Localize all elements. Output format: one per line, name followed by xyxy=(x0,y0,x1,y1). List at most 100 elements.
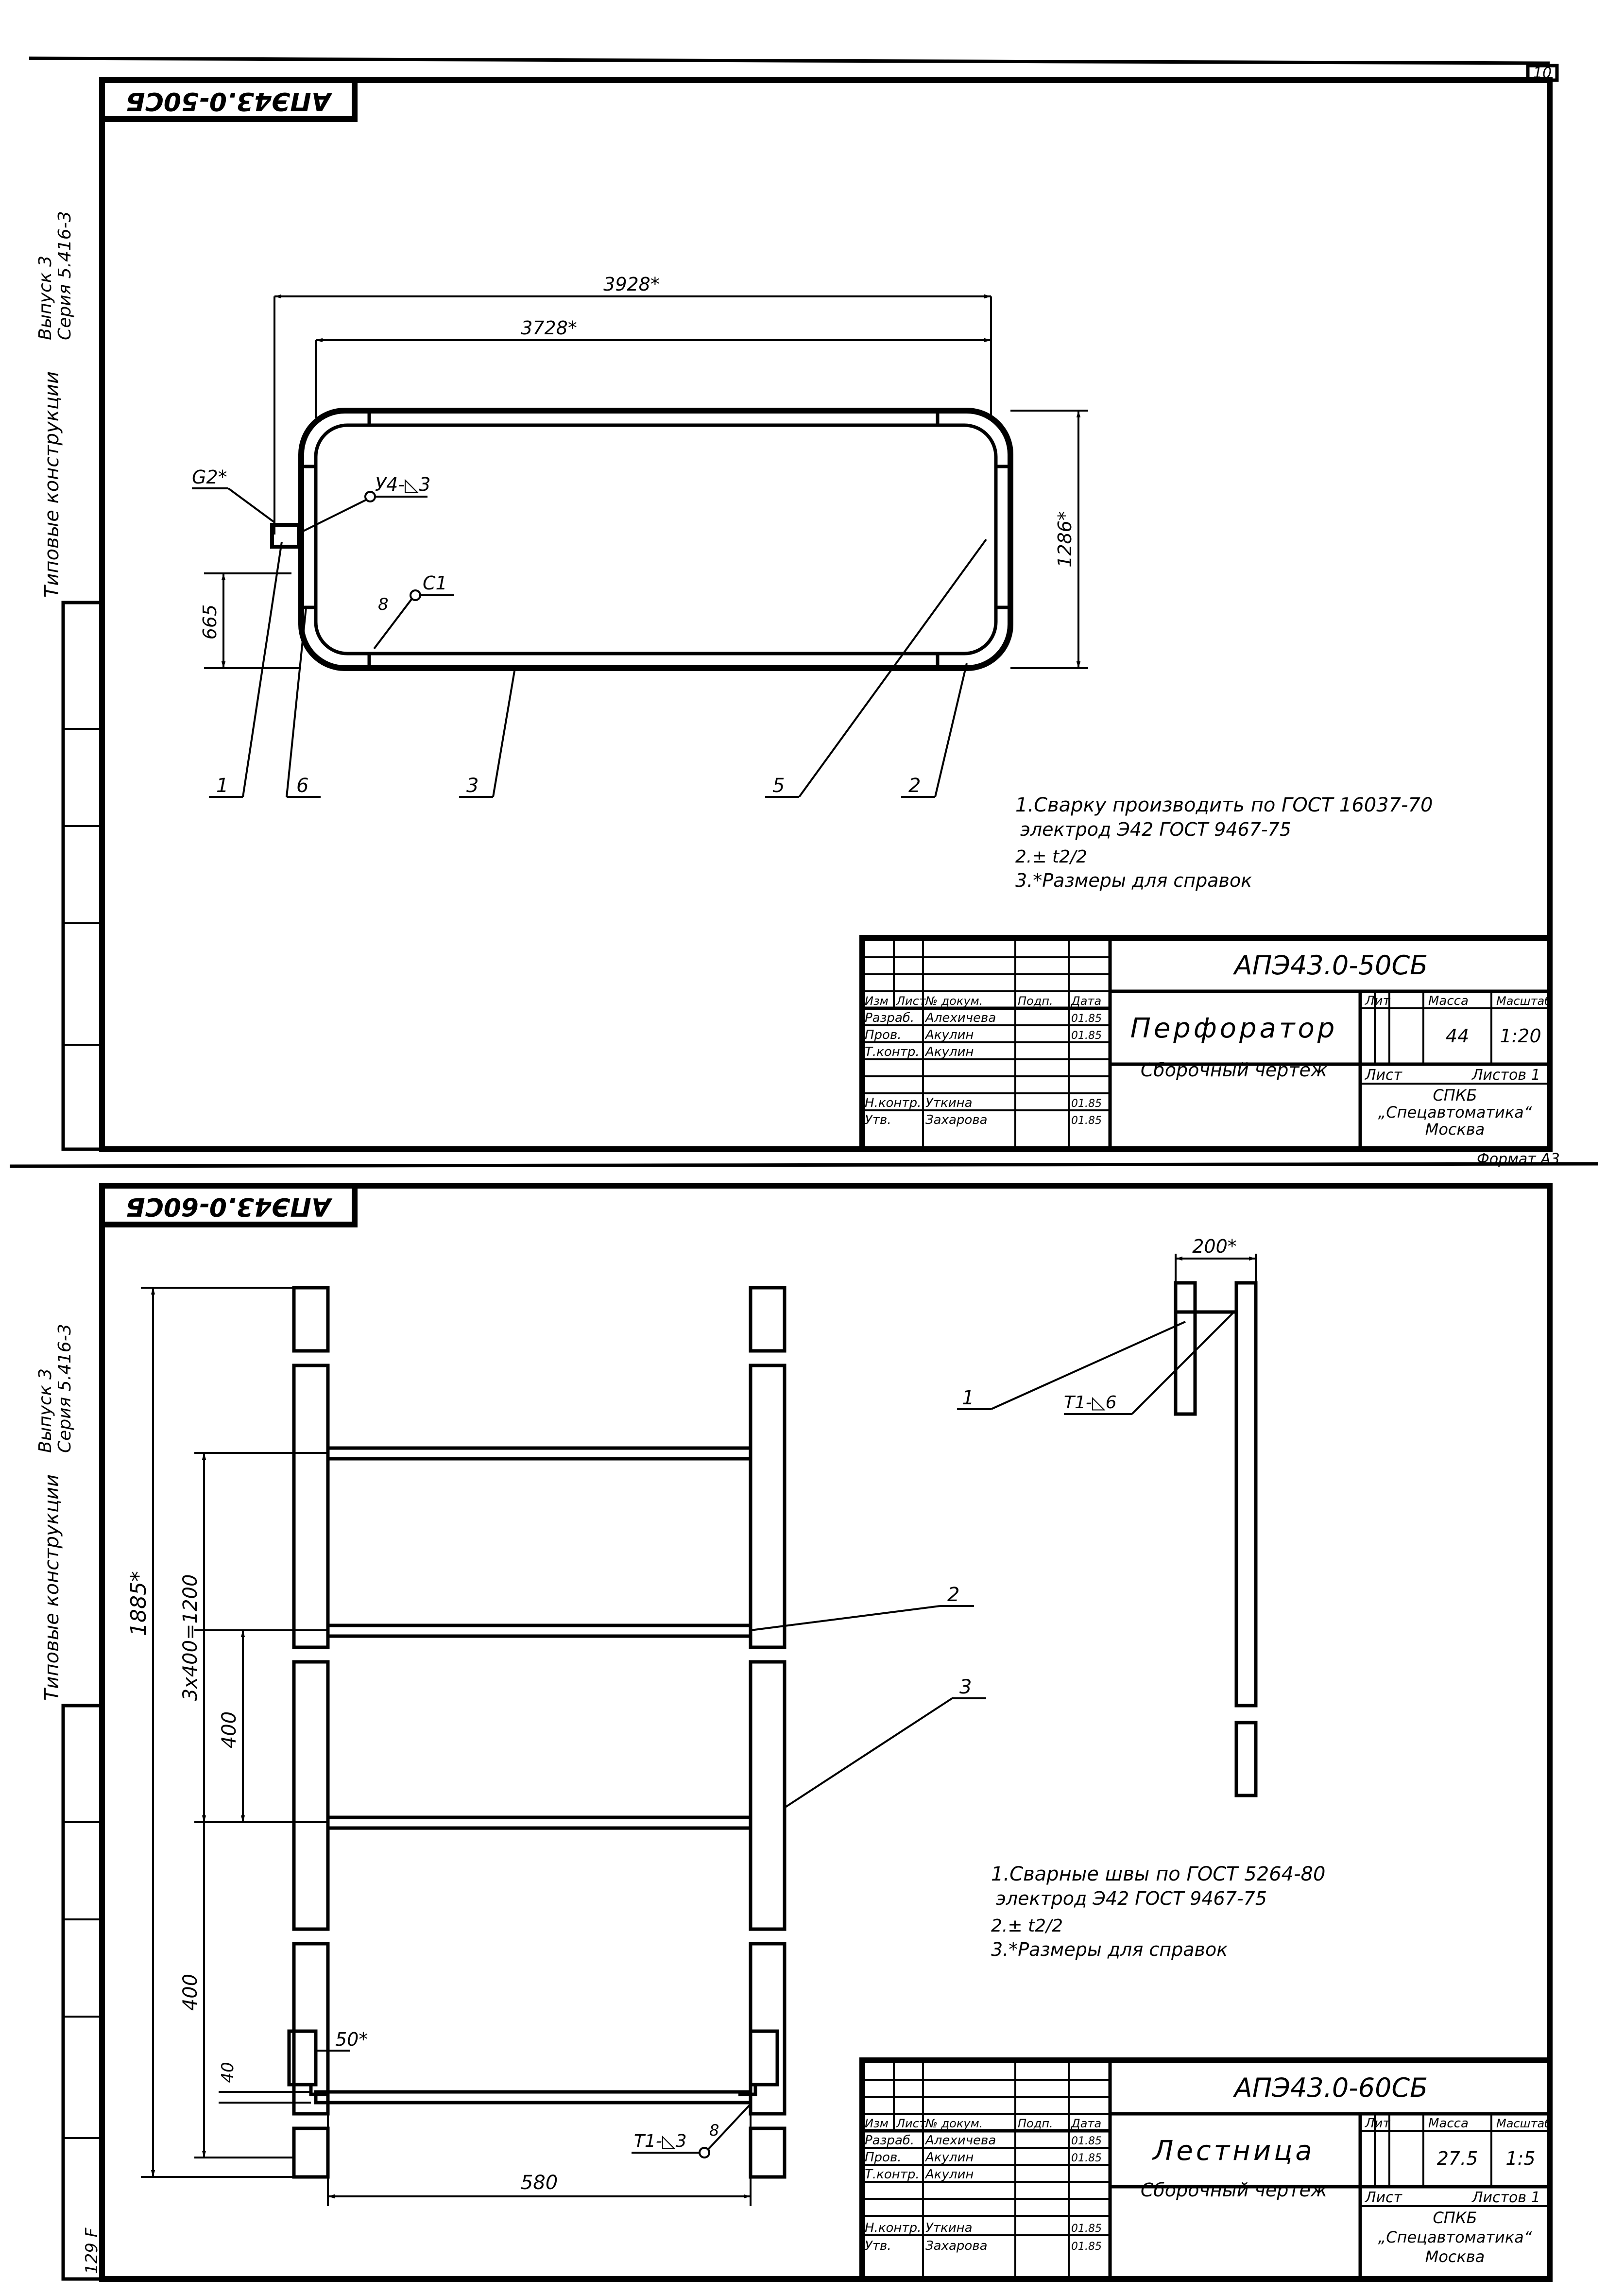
tb2-scale-label: Масштаб xyxy=(1496,2117,1552,2130)
tb1-person-2: Акулин xyxy=(924,1045,974,1059)
note-1-2: электрод Э42 ГОСТ 9467-75 xyxy=(1020,819,1291,840)
dim-height: 1286* xyxy=(1054,511,1076,568)
tb2-h-1: Лист xyxy=(896,2117,926,2130)
tb1-lit-label: Лит xyxy=(1365,994,1390,1008)
sheet-1-dimensions: 3928* 3728* 1286* 665 G2* У4-◺3 С1 8 xyxy=(192,274,1088,669)
label-weld-c1: С1 xyxy=(423,572,447,594)
tb1-role-0: Разраб. xyxy=(865,1011,914,1025)
note-2-4: 3.*Размеры для справок xyxy=(991,1939,1228,1960)
tb2-h-0: Изм xyxy=(865,2117,889,2130)
tb1-mass-label: Масса xyxy=(1428,994,1469,1008)
sheet-1-side-series: Серия 5.416-3 xyxy=(55,211,75,340)
tb2-designation: АПЭ43.0-60СБ xyxy=(1233,2072,1428,2103)
tb1-org-2: „Спецавтоматика“ xyxy=(1378,1103,1532,1122)
tb2-sheets-label: Листов 1 xyxy=(1471,2189,1540,2206)
sheet-1-stamp-box xyxy=(99,77,358,122)
dim-overall-height: 1885* xyxy=(126,1571,151,1636)
tb1-h-3: Подп. xyxy=(1018,994,1053,1008)
sheet-2-side-strip xyxy=(61,1704,104,2281)
callout-2-ladder: 2 xyxy=(947,1584,959,1606)
rung-3 xyxy=(326,1815,752,1830)
tb2-h-2: № докум. xyxy=(924,2117,983,2130)
note-2-3: 2.± t2/2 xyxy=(991,1916,1063,1936)
tb2-mass-label: Масса xyxy=(1428,2116,1469,2131)
sheet-2-stamp-box xyxy=(99,1183,358,1227)
tb1-role-2: Т.контр. xyxy=(865,1045,920,1059)
tb1-h-2: № докум. xyxy=(924,994,983,1008)
tb1-date-1: 01.85 xyxy=(1071,1030,1102,1042)
archive-number: 129 F xyxy=(82,2227,102,2274)
tb2-doc-type: Сборочный чертеж xyxy=(1141,2179,1327,2201)
tb1-h-4: Дата xyxy=(1071,994,1101,1008)
tb1-doc-type: Сборочный чертеж xyxy=(1141,1059,1327,1081)
tb2-org-3: Москва xyxy=(1425,2247,1485,2266)
tb1-sheets-label: Листов 1 xyxy=(1471,1067,1540,1084)
tb1-date-4: 01.85 xyxy=(1071,1115,1102,1127)
tb1-role-3: Н.контр. xyxy=(865,1096,921,1110)
tb1-date-3: 01.85 xyxy=(1071,1098,1102,1110)
sheet-2-notes: 1.Сварные швы по ГОСТ 5264-80 электрод Э… xyxy=(991,1863,1325,1960)
tb2-date-0: 01.85 xyxy=(1071,2135,1102,2147)
callout-2: 2 xyxy=(908,775,921,797)
tb2-person-3: Уткина xyxy=(925,2221,973,2235)
tb1-person-3: Уткина xyxy=(925,1096,973,1110)
callout-3: 3 xyxy=(466,775,479,797)
dim-leg-50: 50* xyxy=(335,2029,368,2050)
callout-3-ladder: 3 xyxy=(959,1676,972,1698)
tb2-role-2: Т.контр. xyxy=(865,2167,920,2182)
perforator-inner-contour xyxy=(314,423,998,656)
perforator-outer-contour xyxy=(298,408,1013,671)
dim-spacing: 3х400=1200 xyxy=(179,1574,202,1701)
callout-5: 5 xyxy=(772,775,785,797)
tb2-sheet-label: Лист xyxy=(1365,2189,1403,2206)
tb1-org-3: Москва xyxy=(1425,1120,1485,1139)
sheet-1-top-trim-line xyxy=(29,56,1550,65)
tb2-org-2: „Спецавтоматика“ xyxy=(1378,2228,1532,2246)
sheet-1-notes: 1.Сварку производить по ГОСТ 16037-70 эл… xyxy=(1015,794,1433,891)
tb1-h-0: Изм xyxy=(865,994,889,1008)
ladder-bottom-view: 50* 40 580 Т1-◺3 8 xyxy=(218,2029,779,2206)
ladder-side-detail: 200* 1 Т1-◺6 xyxy=(957,1236,1258,1797)
sheet-separator xyxy=(9,1162,1599,1168)
detail-callout-1: 1 xyxy=(962,1387,974,1409)
sheet-1-callouts: 1 6 3 5 2 xyxy=(209,538,987,798)
tb2-h-4: Дата xyxy=(1071,2117,1101,2130)
page-number: 10 xyxy=(1533,65,1552,82)
ladder-front-view xyxy=(292,1286,786,2179)
tb2-role-0: Разраб. xyxy=(865,2133,914,2148)
tb1-date-0: 01.85 xyxy=(1071,1013,1102,1025)
callout-1: 1 xyxy=(216,775,228,797)
sheet-2-side-title: Типовые конструкции xyxy=(41,1474,63,1701)
dim-leg-40: 40 xyxy=(218,2062,238,2083)
label-weld-leg-1: 8 xyxy=(378,595,389,614)
dim-step-2: 400 xyxy=(179,1974,202,2011)
tb2-date-4: 01.85 xyxy=(1071,2241,1102,2253)
tb2-date-1: 01.85 xyxy=(1071,2152,1102,2164)
note-2-1: 1.Сварные швы по ГОСТ 5264-80 xyxy=(991,1863,1325,1885)
tb2-person-0: Алехичева xyxy=(924,2133,996,2148)
note-1-4: 3.*Размеры для справок xyxy=(1015,870,1252,891)
tb2-role-4: Утв. xyxy=(865,2239,891,2253)
note-1-3: 2.± t2/2 xyxy=(1015,847,1087,867)
sheet-1-side-strip xyxy=(61,601,104,1151)
sheet-2-dimensions: 1885* 3х400=1200 400 400 xyxy=(126,1287,328,2178)
tb1-mass: 44 xyxy=(1446,1025,1469,1047)
tb1-org-1: СПКБ xyxy=(1433,1086,1477,1105)
tb1-person-1: Акулин xyxy=(924,1028,974,1042)
tb1-name: Перфоратор xyxy=(1130,1013,1338,1044)
tb2-role-3: Н.контр. xyxy=(865,2221,921,2235)
tb1-scale-label: Масштаб xyxy=(1496,994,1552,1008)
sheet-2: АПЭ43.0-60СБ Типовые конструкции Выпуск … xyxy=(35,1183,1553,2282)
tb1-designation: АПЭ43.0-50СБ xyxy=(1233,950,1428,981)
g2-fitting xyxy=(270,523,301,549)
rung-1 xyxy=(326,1446,752,1461)
tb2-date-3: 01.85 xyxy=(1071,2223,1102,2235)
tb2-mass: 27.5 xyxy=(1437,2148,1478,2169)
sheet-1: 10 АПЭ43.0-50СБ Типовые конструкции Выпу… xyxy=(29,56,1560,1168)
tb2-h-3: Подп. xyxy=(1018,2117,1053,2130)
dim-detail-width: 200* xyxy=(1192,1236,1237,1257)
sheet-1-side-issue: Выпуск 3 xyxy=(35,256,55,340)
rung-2 xyxy=(326,1623,752,1638)
sheet-2-title-block: Изм Лист № докум. Подп. Дата Разраб. Але… xyxy=(859,2057,1553,2282)
